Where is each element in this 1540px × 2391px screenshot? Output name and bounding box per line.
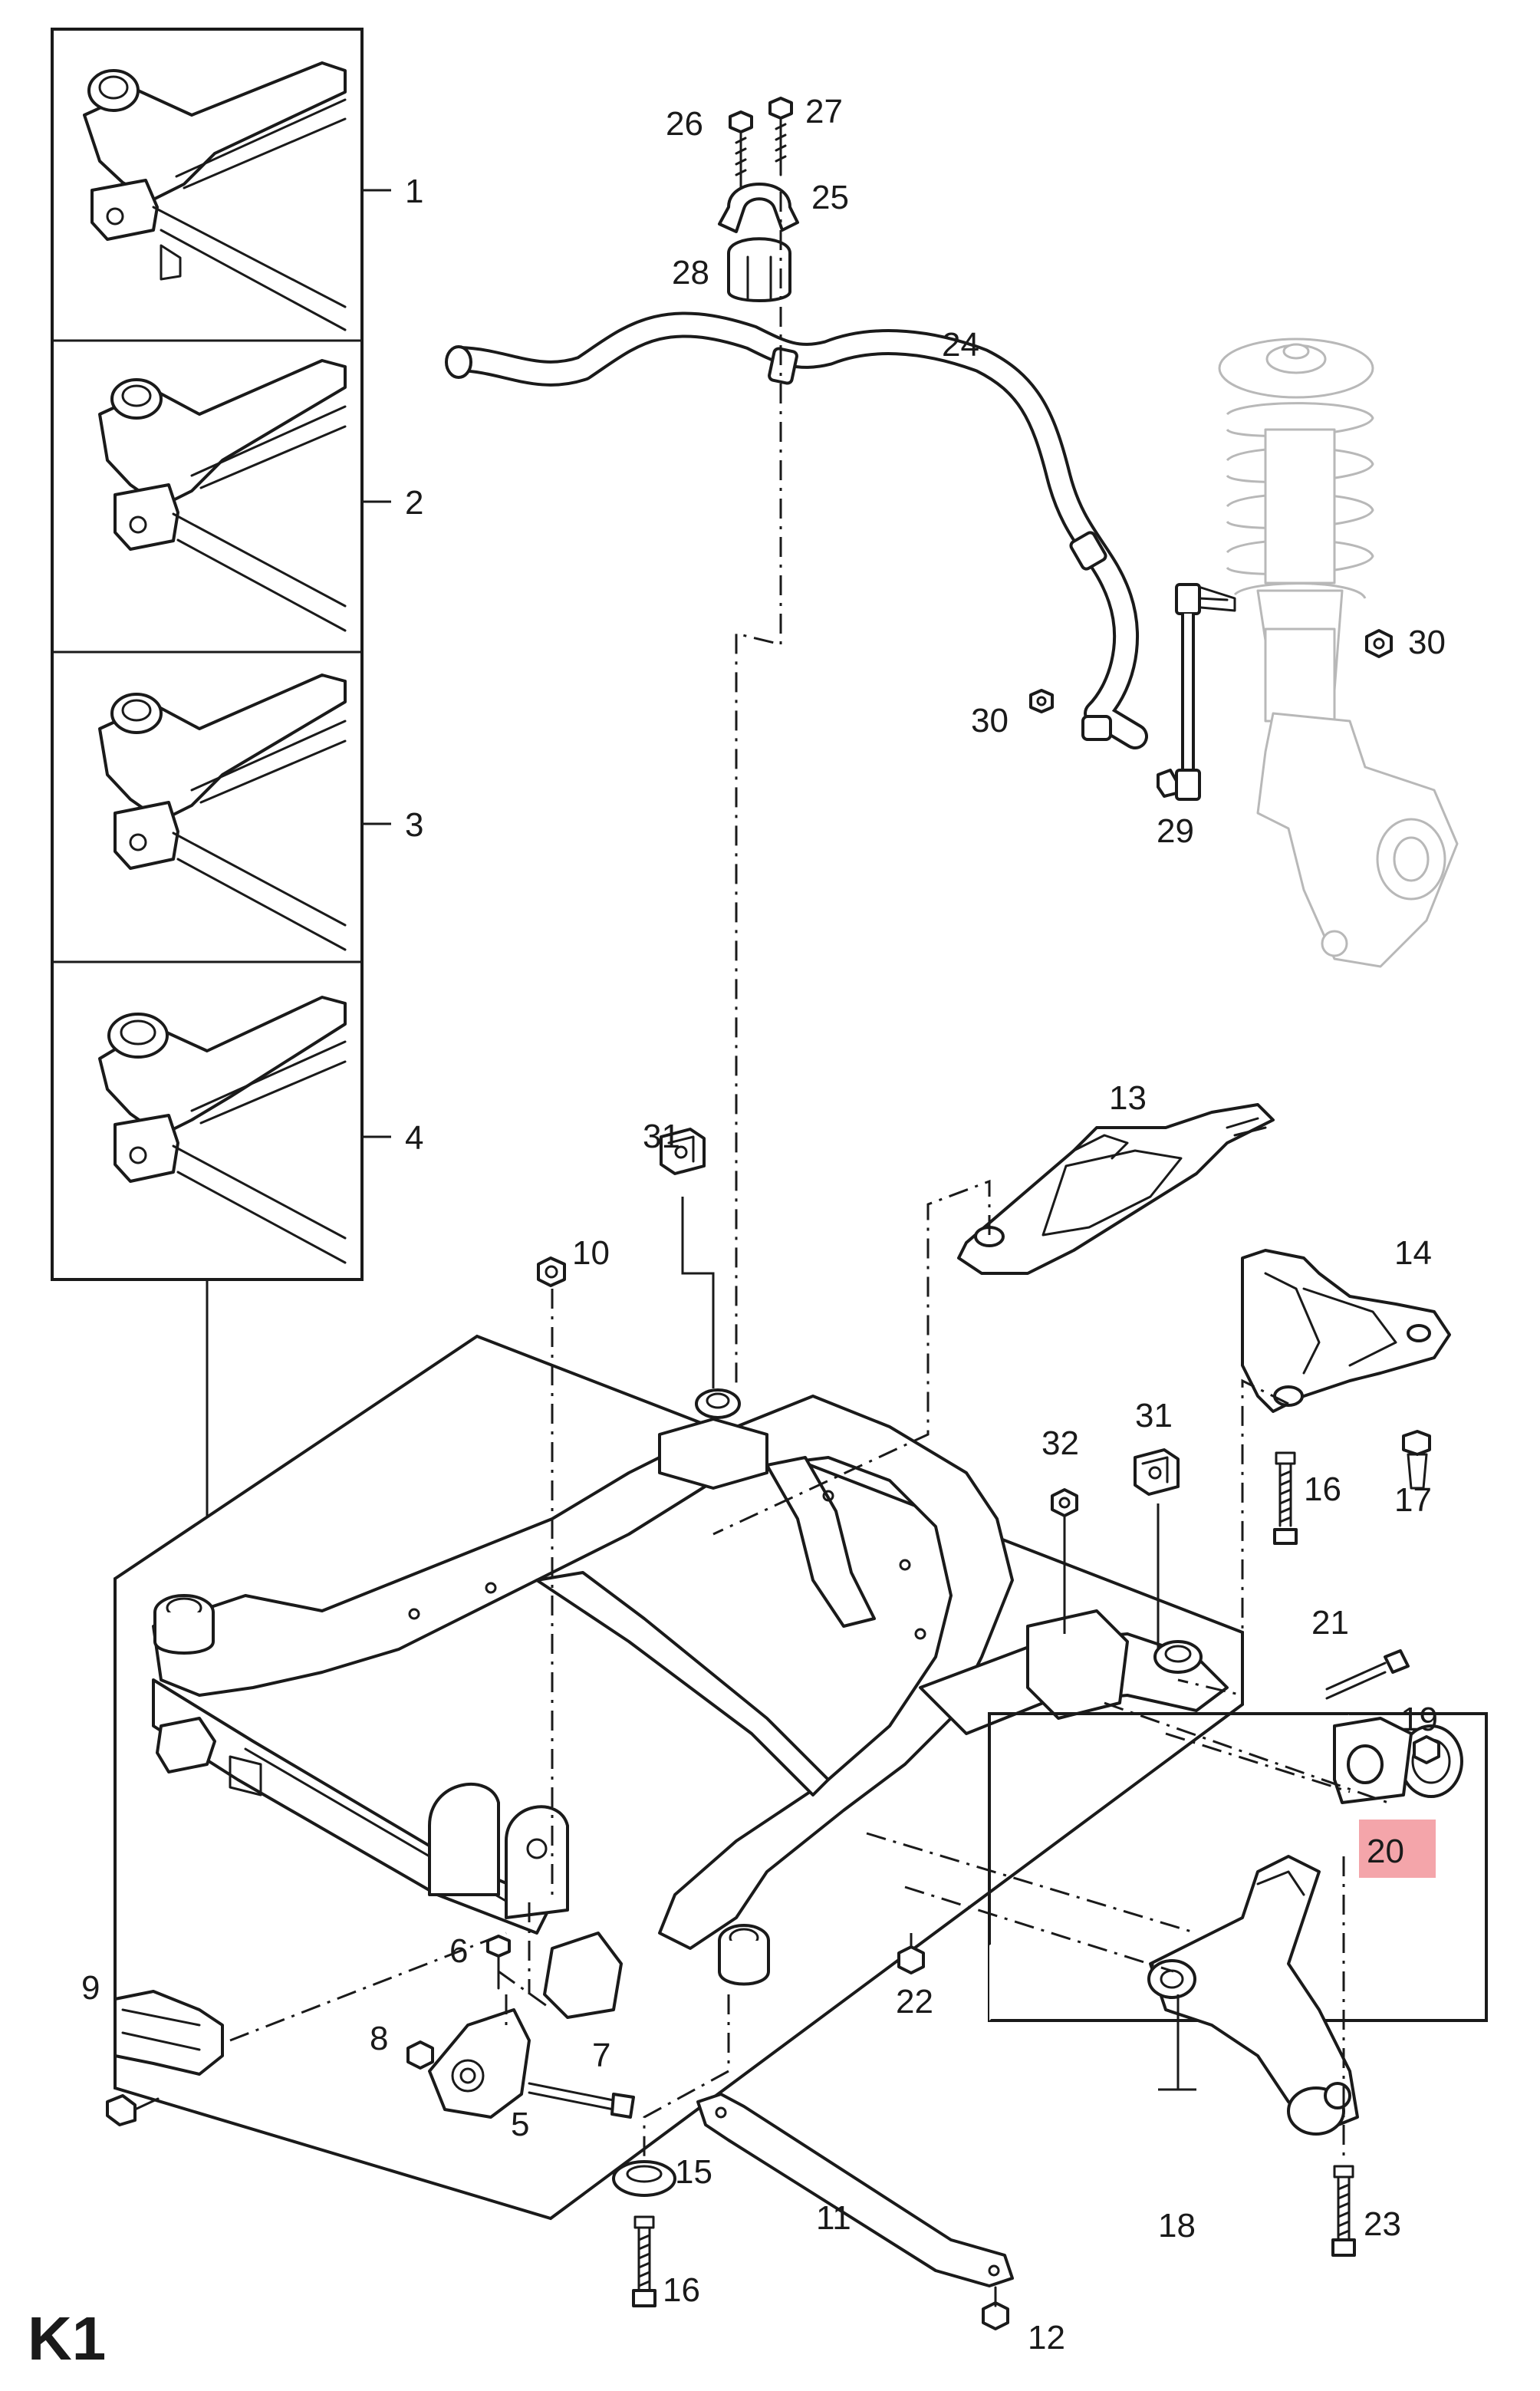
callout-4: 4	[405, 1119, 423, 1157]
variant-panel-2	[98, 359, 347, 632]
callout-32: 32	[1041, 1424, 1079, 1462]
heat-shield-14	[1241, 1249, 1451, 1413]
callout-16-right: 16	[1304, 1470, 1341, 1508]
callout-17: 17	[1394, 1481, 1432, 1519]
bolt-12	[982, 2286, 1009, 2330]
page-code: K1	[28, 2304, 106, 2373]
variant-panel-1	[83, 61, 347, 331]
callout-28: 28	[672, 254, 709, 291]
assembly-lines	[229, 192, 1389, 2163]
callout-labels: 26 27 25 28 24 30 30 29 13 31 10 14 31 3…	[28, 93, 1446, 2373]
callout-22: 22	[896, 1983, 933, 2020]
variant-panels: 1 2 3 4	[51, 28, 423, 1589]
callout-24: 24	[942, 326, 979, 364]
clip-31-right	[1134, 1448, 1180, 1496]
callout-9: 9	[81, 1969, 100, 2007]
brace-11	[696, 2093, 1014, 2287]
callout-29: 29	[1157, 812, 1194, 850]
stabilizer-link	[1157, 583, 1236, 801]
callout-20: 20	[1367, 1833, 1404, 1870]
callout-1: 1	[405, 173, 423, 210]
callout-13: 13	[1109, 1079, 1147, 1117]
nut-10	[537, 1256, 566, 1287]
bolt-17	[1402, 1430, 1431, 1490]
bolt-16-right	[1273, 1451, 1298, 1545]
callout-leaders	[1158, 1712, 1350, 2091]
callout-23: 23	[1364, 2205, 1401, 2243]
callout-30-right: 30	[1408, 624, 1446, 661]
stabilizer-bushing	[727, 237, 791, 302]
strut-assembly-reference	[1218, 338, 1459, 968]
bushing-20	[1333, 1717, 1463, 1804]
subframe	[152, 1388, 1229, 2019]
bolt-26	[729, 110, 753, 189]
stabilizer-bushing-bracket	[718, 183, 799, 302]
callout-30-left: 30	[971, 702, 1009, 739]
variant-panel-3	[98, 673, 347, 951]
nut-19	[1413, 1735, 1440, 1764]
bolt-27	[768, 97, 793, 176]
callout-31-top: 31	[643, 1118, 680, 1155]
bolt-21	[1325, 1649, 1410, 1700]
callout-21: 21	[1311, 1604, 1349, 1642]
bolt-16-lower	[632, 2215, 656, 2307]
callout-5: 5	[511, 2106, 529, 2143]
callout-7: 7	[592, 2037, 610, 2074]
heat-shield-13	[957, 1103, 1275, 1275]
bolt-7	[528, 2082, 635, 2119]
bracket-5	[428, 2008, 531, 2119]
callout-6: 6	[449, 1932, 468, 1970]
lower-control-arm	[1147, 1855, 1359, 2136]
callout-15: 15	[675, 2153, 712, 2191]
callout-26: 26	[666, 105, 703, 143]
callout-27: 27	[805, 93, 843, 130]
nut-30-right	[1365, 629, 1393, 658]
bushing-15	[612, 2160, 676, 2197]
bolt-23	[1331, 2165, 1356, 2257]
callout-16-lower: 16	[663, 2271, 700, 2309]
nut-22	[897, 1945, 925, 1974]
variant-panel-4	[98, 996, 347, 1264]
nut-30-left	[1029, 689, 1054, 713]
highlight-20	[1359, 1820, 1436, 1878]
callout-8: 8	[370, 2020, 388, 2057]
callout-25: 25	[811, 179, 849, 216]
nut-8	[406, 2040, 434, 2070]
callout-10: 10	[572, 1234, 610, 1272]
nut-32	[1051, 1488, 1078, 1517]
callout-3: 3	[405, 806, 423, 844]
callout-12: 12	[1028, 2319, 1065, 2356]
callout-31-right: 31	[1135, 1397, 1173, 1434]
callout-18: 18	[1158, 2207, 1196, 2244]
callout-2: 2	[405, 484, 423, 522]
mount-9	[106, 1990, 224, 2126]
callout-11: 11	[816, 2199, 851, 2237]
callout-14: 14	[1394, 1234, 1432, 1272]
callout-19: 19	[1400, 1701, 1438, 1738]
stabilizer-bar	[445, 311, 1148, 749]
